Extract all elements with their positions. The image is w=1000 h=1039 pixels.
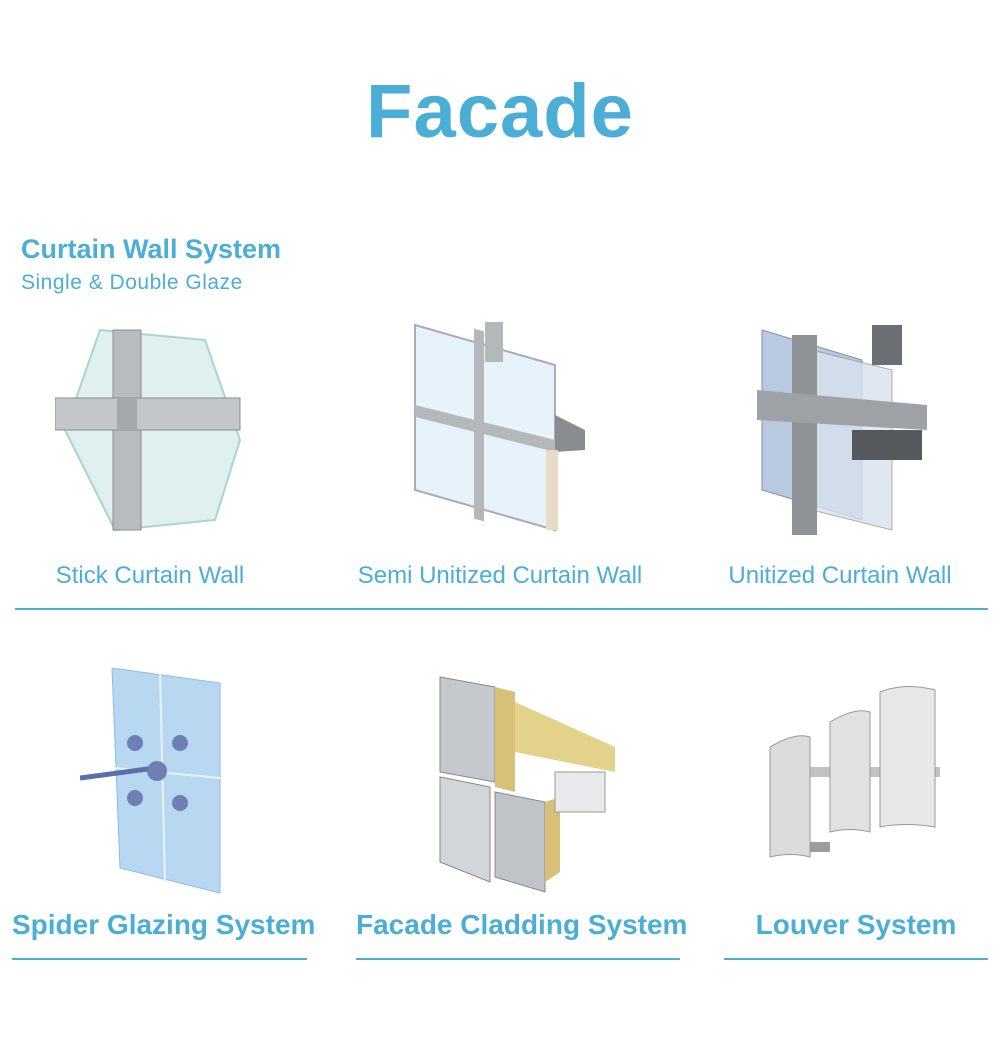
spider-glazing-underline — [12, 958, 307, 960]
stick-curtain-wall-label: Stick Curtain Wall — [55, 562, 245, 589]
spider-glazing-image — [80, 668, 221, 894]
facade-cladding-label: Facade Cladding System — [356, 909, 688, 940]
louver-underline — [724, 958, 988, 960]
section-title: Curtain Wall System — [21, 234, 282, 264]
unitized-curtain-wall-image — [757, 325, 927, 535]
semi-unitized-curtain-wall-image — [414, 322, 585, 532]
unitized-curtain-wall-label: Unitized Curtain Wall — [728, 562, 952, 589]
spider-glazing-label: Spider Glazing System — [12, 909, 316, 940]
semi-unitized-curtain-wall-label: Semi Unitized Curtain Wall — [357, 562, 643, 589]
louver-image — [769, 686, 940, 858]
facade-cladding-underline — [356, 958, 680, 960]
louver-label: Louver System — [755, 909, 957, 940]
facade-cladding-image — [439, 676, 615, 893]
page-title: Facade — [366, 69, 634, 154]
row-divider — [15, 608, 988, 610]
section-subtitle: Single & Double Glaze — [21, 271, 243, 294]
stick-curtain-wall-image — [55, 328, 242, 532]
